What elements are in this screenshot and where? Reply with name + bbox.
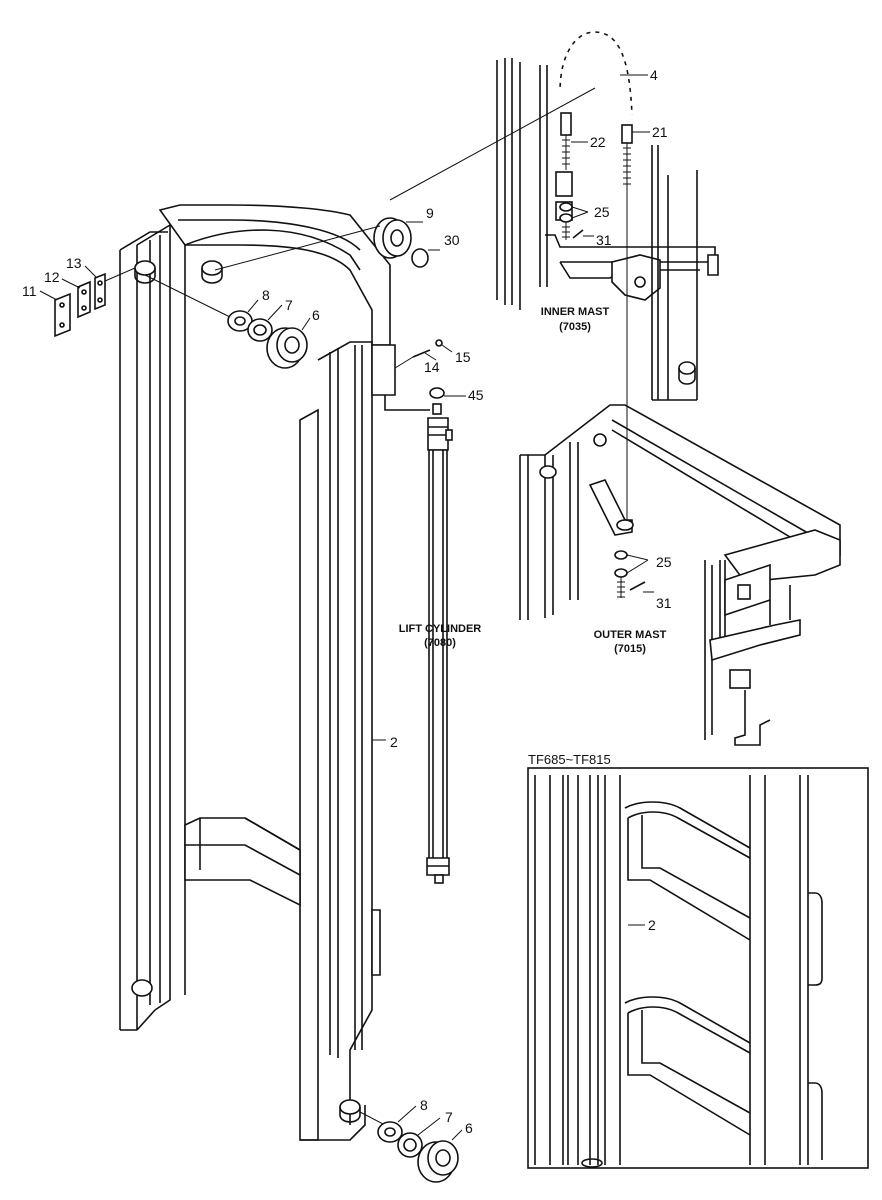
lift-cylinder-drawing: 45 LIFT CYLINDER (7080) bbox=[399, 387, 484, 884]
callout-31-outer: 31 bbox=[656, 595, 672, 611]
callout-21: 21 bbox=[652, 124, 668, 140]
lower-roller-6: 6 bbox=[417, 1120, 473, 1183]
chain-anchor-bolt-21: 21 bbox=[621, 124, 668, 520]
callout-25-inner: 25 bbox=[594, 204, 610, 220]
bolt-15: 15 bbox=[435, 339, 471, 365]
pin-14: 14 bbox=[394, 349, 440, 375]
outer-mast-label: OUTER MAST bbox=[594, 629, 667, 641]
callout-31-inner: 31 bbox=[596, 232, 612, 248]
detail-title: TF685~TF815 bbox=[528, 752, 611, 767]
callout-12: 12 bbox=[44, 269, 60, 285]
main-mast-drawing: 2 bbox=[119, 204, 430, 1141]
callout-9: 9 bbox=[426, 205, 434, 221]
outer-mast-code: (7015) bbox=[614, 643, 646, 655]
callout-8-bottom: 8 bbox=[420, 1097, 428, 1113]
inner-cotter-pin-31: 31 bbox=[572, 229, 612, 248]
inner-mast-code: (7035) bbox=[559, 321, 591, 333]
callout-13: 13 bbox=[66, 255, 82, 271]
plate-13: 13 bbox=[66, 255, 136, 311]
lower-shim-8: 8 bbox=[359, 1097, 428, 1143]
lift-chain: 4 bbox=[557, 29, 658, 116]
plate-12: 12 bbox=[44, 269, 91, 319]
snap-ring-30: 30 bbox=[411, 232, 460, 268]
inner-mast-label: INNER MAST bbox=[541, 306, 610, 318]
detail-callout-2: 2 bbox=[648, 917, 656, 933]
callout-8-top: 8 bbox=[262, 287, 270, 303]
chain-sheave-9: 9 bbox=[214, 87, 596, 271]
detail-frame bbox=[527, 767, 869, 1169]
outer-nuts-25: 25 bbox=[614, 550, 672, 598]
callout-22: 22 bbox=[590, 134, 606, 150]
callout-45: 45 bbox=[468, 387, 484, 403]
outer-cotter-pin-31: 31 bbox=[629, 581, 672, 611]
callout-14: 14 bbox=[424, 359, 440, 375]
inner-mast-drawing: INNER MAST (7035) bbox=[496, 58, 719, 401]
callout-7-bottom: 7 bbox=[445, 1109, 453, 1125]
callout-4: 4 bbox=[650, 67, 658, 83]
callout-7-top: 7 bbox=[285, 297, 293, 313]
callout-15: 15 bbox=[455, 349, 471, 365]
lift-cylinder-label: LIFT CYLINDER bbox=[399, 623, 482, 635]
lower-shim-7: 7 bbox=[397, 1109, 453, 1158]
inner-nuts-25: 25 bbox=[559, 202, 610, 240]
chain-anchor-bolt-22: 22 bbox=[560, 112, 606, 170]
callout-30: 30 bbox=[444, 232, 460, 248]
plate-11: 11 bbox=[22, 283, 71, 338]
callout-25-outer: 25 bbox=[656, 554, 672, 570]
callout-6-bottom: 6 bbox=[465, 1120, 473, 1136]
lift-cylinder-code: (7080) bbox=[424, 637, 456, 649]
outer-mast-drawing: OUTER MAST (7015) bbox=[519, 404, 841, 746]
detail-inset: TF685~TF815 2 bbox=[527, 752, 869, 1169]
callout-11: 11 bbox=[22, 283, 37, 299]
upper-shim-8: 8 bbox=[144, 274, 270, 332]
upper-shim-7: 7 bbox=[247, 297, 293, 342]
callout-2: 2 bbox=[390, 734, 398, 750]
callout-6-top: 6 bbox=[312, 307, 320, 323]
upper-roller-6: 6 bbox=[266, 307, 320, 369]
